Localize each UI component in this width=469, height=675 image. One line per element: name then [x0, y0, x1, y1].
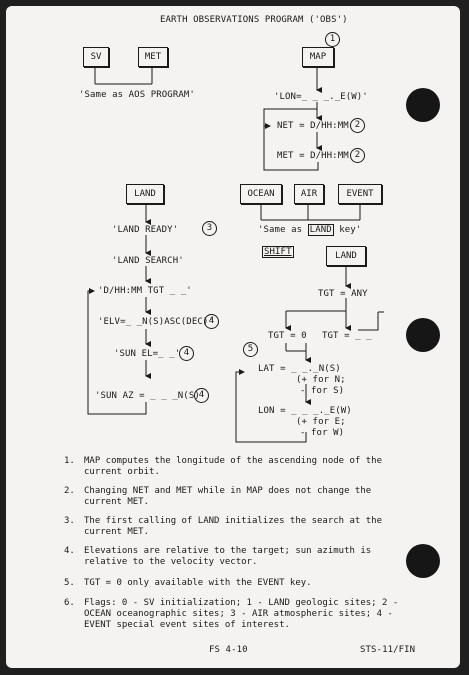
land-search-prompt: 'LAND SEARCH': [112, 256, 184, 266]
note-marker-1: 1: [325, 32, 340, 47]
checklist-card: EARTH OBSERVATIONS PROGRAM ('OBS') SV ME…: [6, 6, 460, 668]
lon-minus-note: - for W): [300, 428, 345, 438]
tgt-prompt: 'D/HH:MM TGT _ _': [98, 286, 192, 296]
note-marker-4c: 4: [194, 388, 209, 403]
note-marker-4a: 4: [204, 314, 219, 329]
elv-prompt: 'ELV=_ _N(S)ASC(DEC)': [98, 317, 214, 327]
lat-prompt: LAT = _ _._N(S): [258, 364, 341, 374]
lat-plus-note: (+ for N;: [296, 375, 346, 385]
land-key[interactable]: LAND: [126, 184, 164, 204]
same-as-land-text: 'Same as LAND key': [258, 224, 362, 236]
note-3-number: 3.: [64, 516, 75, 526]
lat-minus-note: - for S): [300, 386, 345, 396]
met-prompt: MET = D/HH:MM: [277, 151, 349, 161]
ocean-key[interactable]: OCEAN: [240, 184, 282, 204]
same-as-prefix: 'Same as: [258, 225, 308, 235]
met-key[interactable]: MET: [138, 47, 168, 67]
tgt-any-text: TGT = ANY: [318, 289, 368, 299]
sun-el-prompt: 'SUN EL=_ _': [114, 349, 181, 359]
shift-label: SHIFT: [262, 246, 294, 258]
right-land-key[interactable]: LAND: [326, 246, 366, 266]
tgt-zero-text: TGT = 0: [268, 331, 307, 341]
net-prompt: NET = D/HH:MM: [277, 121, 349, 131]
note-marker-2a: 2: [350, 118, 365, 133]
note-2-number: 2.: [64, 486, 75, 496]
binder-hole-bottom: [406, 544, 440, 578]
note-5-number: 5.: [64, 578, 75, 588]
land-ready-prompt: 'LAND READY': [112, 225, 179, 235]
map-key[interactable]: MAP: [302, 47, 334, 67]
air-key[interactable]: AIR: [294, 184, 324, 204]
note-3-text: The first calling of LAND initializes th…: [84, 516, 383, 537]
note-marker-4b: 4: [179, 346, 194, 361]
sun-az-prompt: 'SUN AZ = _ _ _N(S)': [95, 391, 206, 401]
page-number: FS 4-10: [209, 645, 248, 655]
flowchart-lines: [87, 66, 384, 443]
note-marker-3: 3: [202, 221, 217, 236]
note-6-text: Flags: 0 - SV initialization; 1 - LAND g…: [84, 598, 399, 630]
document-id: STS-11/FIN: [360, 645, 416, 655]
note-4-text: Elevations are relative to the target; s…: [84, 546, 372, 567]
tgt-blank-text: TGT = _ _: [322, 331, 372, 341]
same-as-aos-text: 'Same as AOS PROGRAM': [79, 90, 195, 100]
lon-plus-note: (+ for E;: [296, 417, 346, 427]
note-1-number: 1.: [64, 456, 75, 466]
note-4-number: 4.: [64, 546, 75, 556]
lon-prompt: 'LON=_ _ _._E(W)': [274, 92, 368, 102]
note-marker-2b: 2: [350, 148, 365, 163]
note-2-text: Changing NET and MET while in MAP does n…: [84, 486, 372, 507]
note-marker-5: 5: [243, 342, 258, 357]
note-5-text: TGT = 0 only available with the EVENT ke…: [84, 578, 312, 588]
same-as-land-key: LAND: [307, 224, 334, 236]
note-6-number: 6.: [64, 598, 75, 608]
same-as-suffix: key': [333, 225, 362, 235]
sv-key[interactable]: SV: [83, 47, 109, 67]
event-key[interactable]: EVENT: [338, 184, 382, 204]
binder-hole-middle: [406, 318, 440, 352]
note-1-text: MAP computes the longitude of the ascend…: [84, 456, 383, 477]
page-title: EARTH OBSERVATIONS PROGRAM ('OBS'): [160, 15, 348, 25]
shift-key[interactable]: SHIFT: [262, 246, 294, 258]
lon-entry-prompt: LON = _ _ _._E(W): [258, 406, 352, 416]
binder-hole-top: [406, 88, 440, 122]
